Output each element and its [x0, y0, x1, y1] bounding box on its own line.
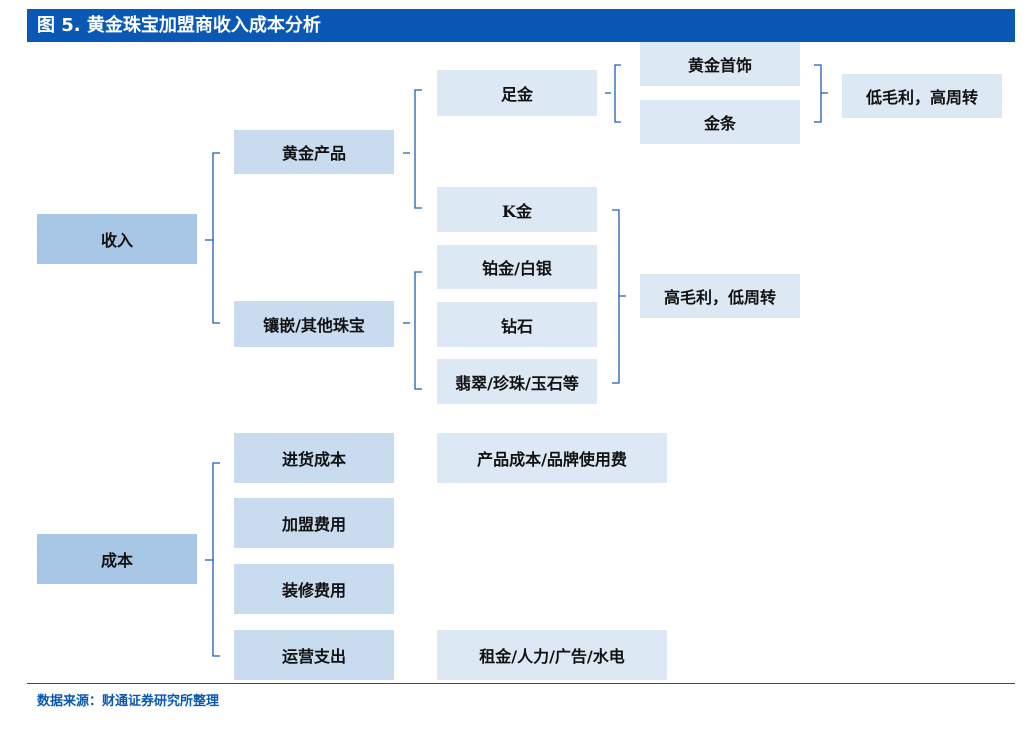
figure-title: 图 5. 黄金珠宝加盟商收入成本分析: [37, 15, 321, 36]
renovation-cost-node: 装修费用: [234, 564, 394, 614]
footer-divider: [27, 683, 1015, 684]
gold-jewelry-node: 黄金首饰: [640, 42, 800, 86]
connector-pure-gold: [605, 64, 621, 123]
connector-gold-products: [403, 89, 422, 209]
pure-gold-node: 足金: [437, 70, 597, 116]
franchise-fee-node: 加盟费用: [234, 498, 394, 548]
connector-high-margin: [612, 209, 626, 384]
cost-node: 成本: [37, 534, 197, 584]
operating-expense-node: 运营支出: [234, 630, 394, 680]
diamond-node: 钻石: [437, 302, 597, 347]
inlaid-jewelry-node: 镶嵌/其他珠宝: [234, 301, 394, 347]
connector-inlaid: [403, 271, 422, 390]
purchase-cost-detail: 产品成本/品牌使用费: [437, 433, 667, 483]
gold-bar-node: 金条: [640, 100, 800, 144]
revenue-node: 收入: [37, 214, 197, 264]
high-margin-note: 高毛利，低周转: [640, 274, 800, 318]
connector-revenue: [205, 152, 220, 324]
connector-low-margin: [814, 64, 828, 123]
operating-expense-detail: 租金/人力/广告/水电: [437, 630, 667, 680]
gold-products-node: 黄金产品: [234, 130, 394, 174]
figure-header: 图 5. 黄金珠宝加盟商收入成本分析: [27, 9, 1015, 42]
low-margin-note: 低毛利，高周转: [842, 74, 1002, 118]
source-note: 数据来源：财通证券研究所整理: [37, 694, 220, 709]
k-gold-node: K金: [437, 187, 597, 232]
connector-cost: [205, 462, 220, 657]
jade-pearl-node: 翡翠/珍珠/玉石等: [437, 359, 597, 404]
platinum-silver-node: 铂金/白银: [437, 245, 597, 289]
purchase-cost-node: 进货成本: [234, 433, 394, 483]
